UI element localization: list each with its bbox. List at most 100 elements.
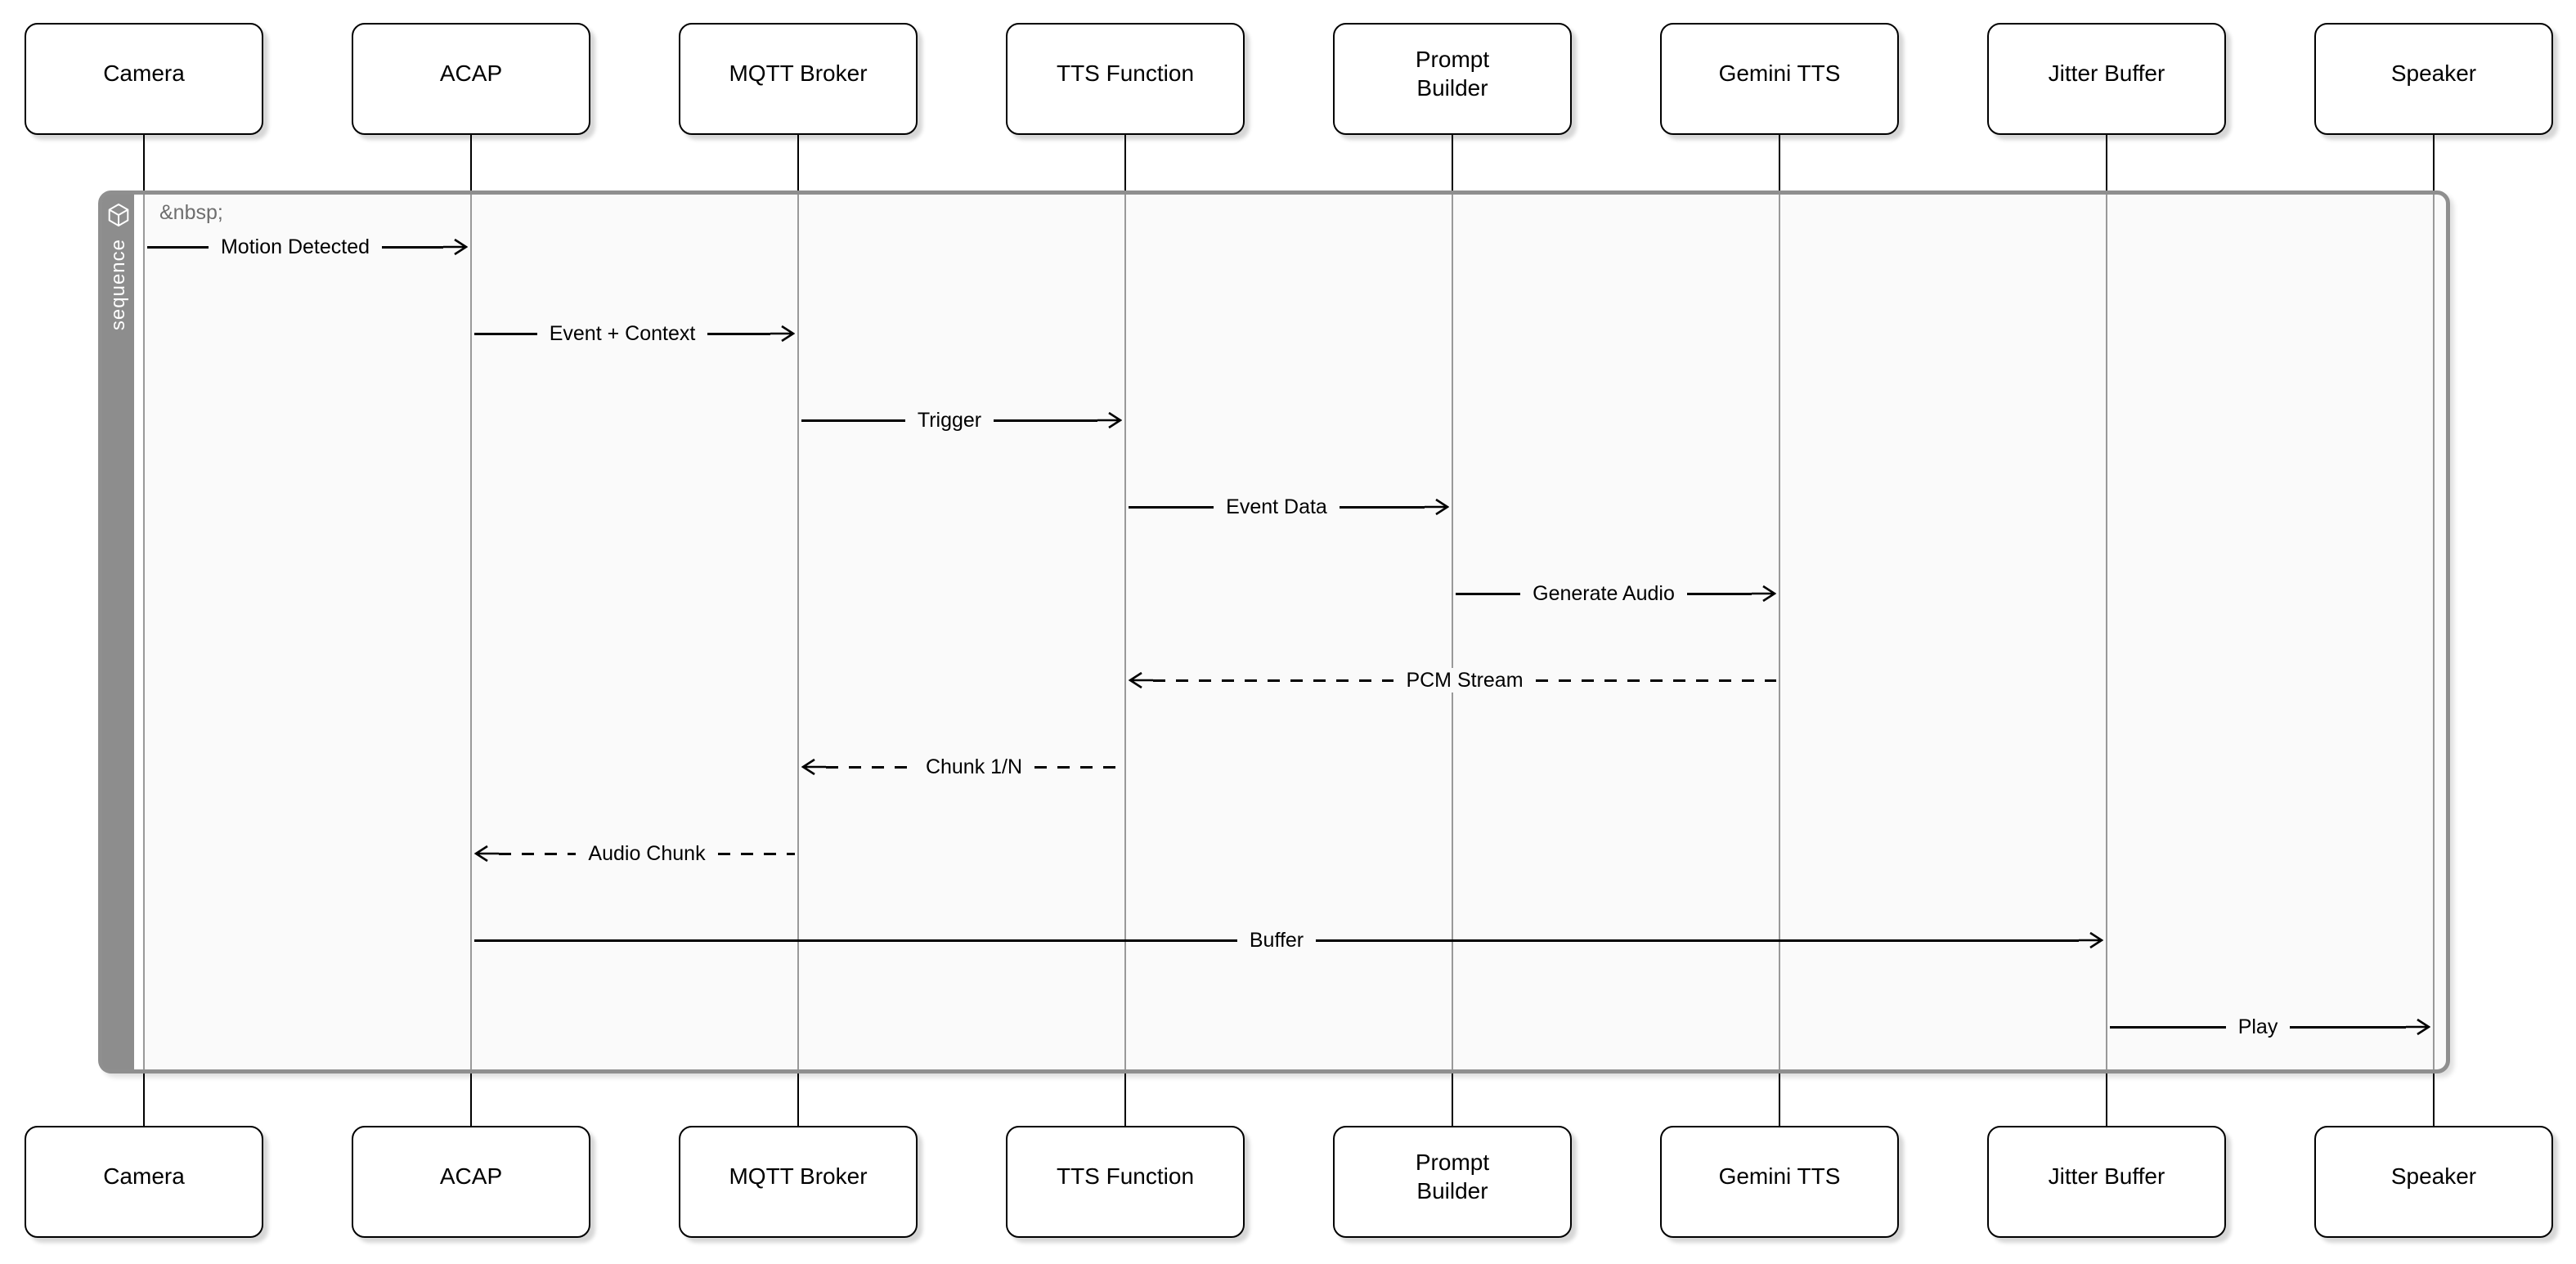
participant-label: Speaker (2390, 61, 2477, 87)
participant-label: TTS Function (1056, 1163, 1195, 1190)
message-line (474, 939, 1237, 942)
message-line (826, 765, 913, 769)
lifeline-mqtt-broker-top (797, 135, 799, 190)
participant-label: Camera (103, 61, 185, 87)
message-pcm-stream: PCM Stream (1129, 668, 1776, 693)
message-label: PCM Stream (1402, 668, 1528, 693)
lifeline-tts-function-bottom (1124, 1074, 1126, 1126)
message-line (382, 245, 444, 249)
participant-speaker-top: Speaker (2314, 23, 2553, 135)
lifeline-tts-function-mid (1124, 195, 1126, 1069)
placeholder-text: &nbsp; (159, 201, 223, 224)
message-label: Event Data (1222, 495, 1331, 519)
frame-label: sequence (106, 239, 129, 331)
lifeline-prompt-builder-top (1452, 135, 1453, 190)
lifeline-acap-top (470, 135, 472, 190)
participant-jitter-buffer-top: Jitter Buffer (1987, 23, 2226, 135)
participant-tts-function-bottom: TTS Function (1006, 1126, 1245, 1238)
participant-acap-top: ACAP (352, 23, 590, 135)
message-line (2110, 1025, 2226, 1029)
message-line (1686, 592, 1752, 595)
participant-camera-bottom: Camera (25, 1126, 263, 1238)
message-buffer: Buffer (474, 928, 2103, 952)
message-play: Play (2110, 1015, 2431, 1039)
lifeline-jitter-buffer-top (2106, 135, 2107, 190)
participant-label: Camera (103, 1163, 185, 1190)
arrowhead-right-icon (443, 238, 469, 256)
message-line (801, 419, 905, 422)
participant-gemini-tts-bottom: Gemini TTS (1660, 1126, 1899, 1238)
lifeline-speaker-top (2433, 135, 2435, 190)
message-line (1339, 505, 1425, 509)
message-line (147, 245, 209, 249)
message-label: Generate Audio (1528, 581, 1679, 606)
arrowhead-right-icon (2406, 1018, 2431, 1036)
message-label: Audio Chunk (584, 841, 710, 866)
arrowhead-right-icon (770, 325, 796, 343)
participant-camera-top: Camera (25, 23, 263, 135)
arrowhead-left-icon (801, 758, 826, 776)
sequence-frame: sequence &nbsp; (98, 190, 2450, 1074)
participant-mqtt-broker-bottom: MQTT Broker (679, 1126, 918, 1238)
participant-tts-function-top: TTS Function (1006, 23, 1245, 135)
participant-label: Gemini TTS (1718, 61, 1841, 87)
lifeline-camera-top (143, 135, 145, 190)
message-trigger: Trigger (801, 408, 1123, 433)
arrowhead-right-icon (1425, 498, 1449, 516)
arrowhead-left-icon (1129, 671, 1153, 689)
message-line (499, 852, 577, 855)
frame-title-separator (134, 195, 142, 1069)
message-line (1034, 765, 1122, 769)
participant-label: Speaker (2390, 1163, 2477, 1190)
message-label: Event + Context (545, 321, 700, 346)
participant-label: Gemini TTS (1718, 1163, 1841, 1190)
participant-label: ACAP (439, 61, 503, 87)
cube-icon (108, 204, 128, 226)
participant-jitter-buffer-bottom: Jitter Buffer (1987, 1126, 2226, 1238)
lifeline-camera-bottom (143, 1074, 145, 1126)
message-chunk-1-n: Chunk 1/N (801, 755, 1122, 779)
participant-prompt-builder-top: Prompt Builder (1333, 23, 1572, 135)
lifeline-camera-mid (143, 195, 145, 1069)
message-motion-detected: Motion Detected (147, 235, 469, 259)
participant-label: Prompt Builder (1415, 47, 1490, 101)
message-line (1129, 505, 1214, 509)
lifeline-mqtt-broker-mid (797, 195, 799, 1069)
message-label: Play (2233, 1015, 2282, 1039)
message-line (474, 332, 537, 335)
participant-label: ACAP (439, 1163, 503, 1190)
lifeline-gemini-tts-top (1779, 135, 1780, 190)
message-label: Chunk 1/N (921, 755, 1027, 779)
lifeline-acap-mid (470, 195, 472, 1069)
message-event-context: Event + Context (474, 321, 796, 346)
arrowhead-left-icon (474, 845, 499, 863)
participant-label: MQTT Broker (729, 61, 868, 87)
lifeline-jitter-buffer-mid (2106, 195, 2107, 1069)
message-label: Trigger (913, 408, 986, 433)
message-label: Buffer (1245, 928, 1308, 952)
message-line (1456, 592, 1521, 595)
lifeline-jitter-buffer-bottom (2106, 1074, 2107, 1126)
lifeline-tts-function-top (1124, 135, 1126, 190)
participant-speaker-bottom: Speaker (2314, 1126, 2553, 1238)
lifeline-speaker-mid (2433, 195, 2435, 1069)
participant-mqtt-broker-top: MQTT Broker (679, 23, 918, 135)
message-generate-audio: Generate Audio (1456, 581, 1776, 606)
message-line (1316, 939, 2079, 942)
message-event-data: Event Data (1129, 495, 1449, 519)
participant-prompt-builder-bottom: Prompt Builder (1333, 1126, 1572, 1238)
message-line (1535, 679, 1776, 682)
arrowhead-right-icon (1752, 585, 1776, 603)
message-line (717, 852, 795, 855)
arrowhead-right-icon (1097, 411, 1123, 429)
participant-label: TTS Function (1056, 61, 1195, 87)
participant-gemini-tts-top: Gemini TTS (1660, 23, 1899, 135)
message-line (707, 332, 771, 335)
lifeline-gemini-tts-bottom (1779, 1074, 1780, 1126)
message-audio-chunk: Audio Chunk (474, 841, 795, 866)
lifeline-speaker-bottom (2433, 1074, 2435, 1126)
participant-label: Prompt Builder (1415, 1150, 1490, 1203)
lifeline-prompt-builder-bottom (1452, 1074, 1453, 1126)
lifeline-gemini-tts-mid (1779, 195, 1780, 1069)
